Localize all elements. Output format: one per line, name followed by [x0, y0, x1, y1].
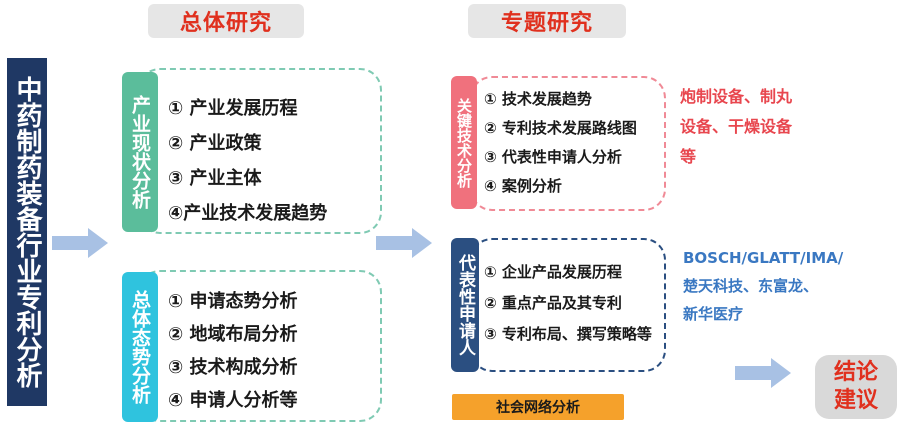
- applicants-company-note: BOSCH/GLATT/IMA/ 楚天科技、东富龙、新华医疗: [683, 249, 844, 323]
- list-item: ② 产业政策: [168, 133, 262, 154]
- overall-research-header: 总体研究: [148, 4, 304, 38]
- key-tech-tab: 关键技术分析: [451, 76, 477, 209]
- list-item: ② 地域布局分析: [168, 324, 298, 345]
- industry-status-box: [138, 68, 382, 234]
- key-tech-box: [470, 76, 666, 211]
- list-item: ② 重点产品及其专利: [484, 294, 622, 312]
- overall-trend-list: ① 申请态势分析 ② 地域布局分析 ③ 技术构成分析 ④ 申请人分析等: [168, 287, 298, 419]
- social-network-analysis-bar: 社会网络分析: [452, 394, 624, 420]
- overall-trend-tab: 总体态势分析: [122, 272, 158, 422]
- list-item: ① 产业发展历程: [168, 98, 298, 119]
- list-item: ④ 申请人分析等: [168, 390, 298, 411]
- key-tech-equipment-note: 炮制设备、制丸设备、干燥设备等: [680, 87, 793, 166]
- applicants-box: [470, 238, 666, 372]
- key-tech-list: ① 技术发展趋势 ② 专利技术发展路线图 ③ 代表性申请人分析 ④ 案例分析: [484, 88, 637, 204]
- list-item: ③ 专利布局、撰写策略等: [484, 325, 652, 343]
- list-item: ① 申请态势分析: [168, 291, 298, 312]
- applicants-tab: 代表性申请人: [451, 238, 479, 372]
- list-item: ① 企业产品发展历程: [484, 263, 622, 281]
- arrow-right-icon: [735, 358, 791, 388]
- main-title: 中药制药装备行业专利分析: [7, 58, 47, 406]
- special-research-header: 专题研究: [468, 4, 626, 38]
- conclusion-box: 结论 建议: [815, 355, 897, 419]
- list-item: ③ 产业主体: [168, 168, 262, 189]
- list-item: ③ 技术构成分析: [168, 357, 298, 378]
- list-item: ① 技术发展趋势: [484, 90, 592, 108]
- industry-status-list: ① 产业发展历程 ② 产业政策 ③ 产业主体 ④产业技术发展趋势: [168, 94, 327, 234]
- industry-status-tab: 产业现状分析: [122, 72, 158, 232]
- list-item: ④ 案例分析: [484, 177, 562, 195]
- list-item: ③ 代表性申请人分析: [484, 148, 622, 166]
- applicants-list: ① 企业产品发展历程 ② 重点产品及其专利 ③ 专利布局、撰写策略等: [484, 261, 652, 354]
- list-item: ② 专利技术发展路线图: [484, 119, 637, 137]
- overall-trend-box: [138, 270, 382, 422]
- arrow-right-icon: [376, 228, 432, 258]
- list-item: ④产业技术发展趋势: [168, 203, 328, 224]
- arrow-right-icon: [52, 228, 108, 258]
